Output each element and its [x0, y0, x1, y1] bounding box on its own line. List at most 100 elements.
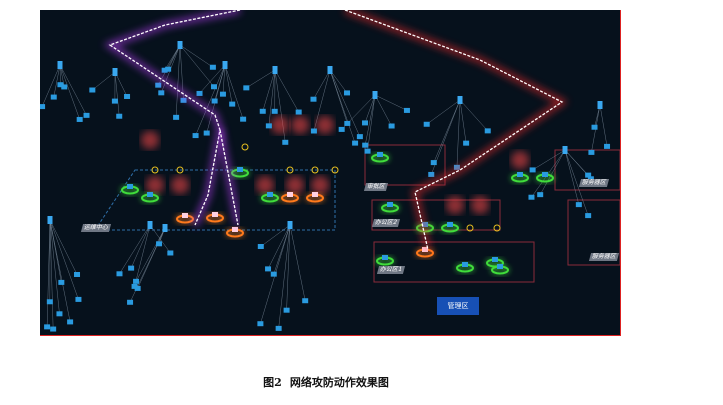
- computer-node: [40, 104, 46, 110]
- warning-icon: [331, 166, 339, 174]
- computer-node: [57, 82, 64, 88]
- link: [539, 149, 566, 195]
- warning-icon: [176, 166, 184, 174]
- zone-label-approval: 审批区: [363, 183, 389, 191]
- compromised-node: [312, 192, 318, 197]
- switch-node: [272, 66, 278, 74]
- link: [49, 219, 71, 322]
- switch-node: [457, 96, 463, 104]
- computer-node: [310, 96, 317, 102]
- computer-node: [517, 172, 523, 177]
- alert-halo: [256, 176, 274, 194]
- computer-node: [203, 130, 210, 136]
- switch-node: [327, 66, 333, 74]
- zone-box: [364, 144, 446, 186]
- alert-halo: [291, 116, 309, 134]
- computer-node: [173, 114, 180, 120]
- link: [179, 44, 214, 68]
- computer-node: [257, 243, 264, 249]
- computer-node: [116, 271, 123, 277]
- computer-node: [131, 283, 138, 289]
- attack-path-purple-branch: [219, 129, 239, 226]
- compromised-node: [287, 192, 293, 197]
- computer-node: [462, 262, 468, 267]
- link: [119, 224, 151, 274]
- link: [224, 64, 244, 120]
- link: [374, 94, 408, 111]
- link: [313, 69, 331, 132]
- alert-halo: [311, 176, 329, 194]
- link: [167, 44, 181, 70]
- computer-node: [382, 255, 388, 260]
- computer-node: [430, 160, 437, 166]
- computer-node: [180, 97, 187, 103]
- link: [289, 224, 306, 301]
- computer-node: [542, 172, 548, 177]
- link: [195, 64, 226, 136]
- alert-halo: [271, 116, 289, 134]
- warning-icon: [241, 143, 249, 151]
- link: [456, 99, 461, 168]
- computer-node: [529, 167, 536, 173]
- computer-node: [124, 93, 131, 99]
- link: [246, 69, 276, 89]
- computer-node: [265, 123, 272, 129]
- switch-node: [162, 224, 168, 232]
- alert-halo: [511, 151, 529, 169]
- caption-text: 网络攻防动作效果图: [289, 376, 389, 389]
- computer-node: [165, 66, 172, 72]
- computer-node: [46, 299, 53, 305]
- link: [137, 227, 166, 289]
- link: [267, 224, 291, 269]
- computer-node: [116, 113, 123, 119]
- switch-node: [47, 216, 53, 224]
- link: [164, 44, 181, 71]
- computer-node: [356, 134, 363, 140]
- computer-node: [591, 124, 598, 130]
- network-topology: [40, 10, 620, 332]
- link: [278, 224, 291, 329]
- link: [130, 224, 151, 269]
- computer-node: [128, 265, 135, 271]
- link: [260, 224, 291, 247]
- attack-path-red: [344, 10, 564, 251]
- zone-label-server1: 服务器区: [578, 179, 610, 187]
- alert-halo: [141, 131, 159, 149]
- link: [49, 219, 79, 300]
- computer-node: [155, 82, 162, 88]
- computer-node: [196, 90, 203, 96]
- link: [367, 94, 376, 152]
- figure-caption: 图2 网络攻防动作效果图: [0, 374, 660, 390]
- computer-node: [423, 121, 430, 127]
- link: [329, 69, 361, 137]
- computer-node: [283, 307, 290, 313]
- warning-icon: [493, 224, 501, 232]
- link: [564, 149, 589, 216]
- zone-label-office2: 办公区2: [371, 219, 400, 227]
- computer-node: [210, 84, 217, 90]
- computer-node: [211, 98, 218, 104]
- compromised-node: [212, 212, 218, 217]
- computer-node: [492, 257, 498, 262]
- alert-halo: [471, 196, 489, 214]
- link: [599, 104, 608, 147]
- computer-node: [167, 250, 174, 256]
- computer-node: [58, 279, 65, 285]
- computer-node: [588, 149, 595, 155]
- caption-number: 图2: [263, 376, 282, 389]
- computer-node: [362, 142, 369, 148]
- switch-node: [562, 146, 568, 154]
- computer-node: [453, 164, 460, 170]
- link: [114, 71, 128, 97]
- computer-node: [537, 192, 544, 198]
- switch-node: [147, 221, 153, 229]
- network-attack-defense-figure: 运维中心 审批区 办公区2 办公区1 服务器区 服务器区 管理区: [40, 10, 621, 336]
- computer-node: [362, 120, 369, 126]
- computer-node: [352, 140, 359, 146]
- computer-node: [44, 324, 51, 330]
- computer-node: [447, 222, 453, 227]
- switch-node: [222, 61, 228, 69]
- computer-node: [240, 116, 247, 122]
- link: [268, 69, 276, 126]
- computer-node: [156, 241, 163, 247]
